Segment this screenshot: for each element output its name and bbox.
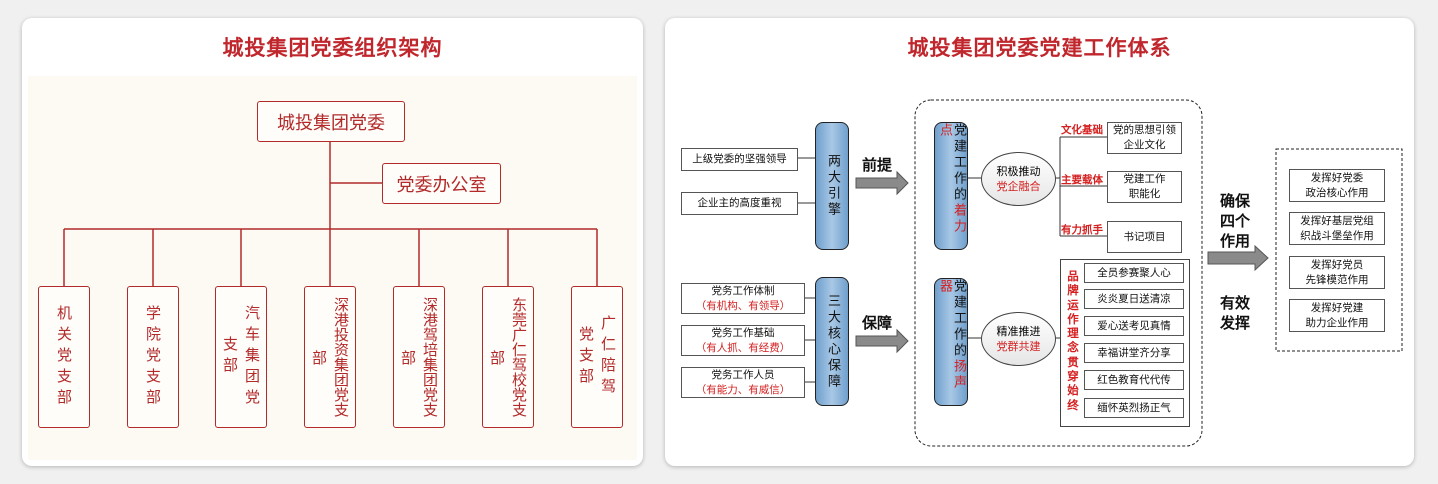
result-line1: 发挥好党建	[1310, 301, 1364, 314]
brand-item: 爱心送考见真情	[1084, 316, 1184, 336]
result-box: 发挥好基层党组 织战斗堡垒作用	[1289, 212, 1385, 245]
loudspeaker-pill: 党建工作的扬声器	[934, 278, 968, 406]
focus-label: 党建工作的着力点	[937, 123, 966, 249]
input-text: 企业主的高度重视	[697, 197, 782, 209]
ensure-text: 确保 四个 作用 有效 发挥	[1210, 191, 1260, 333]
two-engines-label: 两大引擎	[825, 154, 840, 218]
branch-box: 深港投资集团党支部	[304, 286, 356, 428]
office-label: 党委办公室	[396, 174, 487, 196]
input-line1: 党务工作人员	[711, 368, 775, 381]
three-guarantees-pill: 三大核心保障	[815, 277, 849, 406]
result-line1: 发挥好党员	[1310, 258, 1364, 271]
brand-item-text: 全员参赛聚人心	[1097, 266, 1171, 279]
ensure-line: 发挥	[1219, 314, 1250, 332]
input-line2: （有机构、有领导）	[695, 299, 791, 312]
circle-line2: 党企融合	[996, 180, 1041, 193]
branch-label: 深港驾培集团党支部	[399, 297, 439, 417]
result-line1: 发挥好基层党组	[1300, 214, 1374, 227]
brand-item: 炎炎夏日送清凉	[1084, 289, 1184, 309]
brand-item: 缅怀英烈扬正气	[1084, 398, 1184, 418]
brand-vertical-label: 品牌运作理念贯穿始终	[1067, 269, 1079, 412]
loudspeaker-label-b: 扬声器	[937, 279, 966, 391]
branch-label: 机关党支部	[55, 304, 73, 410]
circle-line1: 精准推进	[996, 325, 1041, 338]
item-label-carrier: 主要载体	[1061, 174, 1103, 186]
focus-label-a: 党建工作的	[951, 123, 966, 203]
org-chart-panel: 城投集团党委组织架构 城投集团党委 党委办公室 机关党支部 学院党支部 汽车集团…	[22, 18, 643, 466]
three-guarantees-label: 三大核心保障	[825, 293, 840, 390]
top-committee-label: 城投集团党委	[277, 112, 385, 134]
item-line1: 党建工作	[1123, 173, 1166, 185]
input-line2: （有人抓、有经费）	[695, 341, 791, 354]
branch-box: 学院党支部	[127, 286, 179, 428]
branch-box: 广仁陪驾党支部	[571, 286, 623, 428]
focus-pill: 党建工作的着力点	[934, 122, 968, 250]
branch-label: 汽车集团党支部	[221, 304, 261, 410]
premise-label: 前提	[862, 156, 893, 174]
ensure-line: 四个	[1219, 212, 1250, 230]
item-line2: 企业文化	[1123, 139, 1166, 151]
ensure-line: 作用	[1219, 232, 1250, 250]
brand-item: 全员参赛聚人心	[1084, 263, 1184, 283]
office-box: 党委办公室	[382, 163, 501, 204]
result-box: 发挥好党委 政治核心作用	[1289, 169, 1385, 202]
branch-box: 汽车集团党支部	[215, 286, 267, 428]
work-system-title: 城投集团党委党建工作体系	[907, 36, 1172, 60]
brand-item: 红色教育代代传	[1084, 370, 1184, 390]
result-box: 发挥好党建 助力企业作用	[1289, 299, 1385, 332]
branch-label: 深港投资集团党支部	[310, 297, 350, 417]
result-line2: 政治核心作用	[1305, 186, 1369, 199]
result-line2: 织战斗堡垒作用	[1300, 229, 1374, 242]
brand-item-text: 爱心送考见真情	[1097, 319, 1171, 332]
guarantee-label: 保障	[862, 314, 893, 332]
top-committee-box: 城投集团党委	[257, 101, 405, 142]
input-line1: 党务工作基础	[711, 326, 775, 339]
brand-item-text: 红色教育代代传	[1097, 373, 1171, 386]
item-line1: 书记项目	[1123, 230, 1166, 243]
input-line1: 党务工作体制	[711, 284, 775, 297]
result-box: 发挥好党员 先锋模范作用	[1289, 256, 1385, 289]
input-box-foundation: 党务工作基础 （有人抓、有经费）	[681, 325, 805, 356]
branch-label: 广仁陪驾党支部	[577, 315, 617, 399]
loudspeaker-label-a: 党建工作的	[951, 279, 966, 359]
org-connectors	[63, 142, 598, 286]
ensure-line: 确保	[1219, 192, 1250, 210]
input-box-leadership: 上级党委的坚强领导	[681, 148, 798, 171]
branch-box: 深港驾培集团党支部	[393, 286, 445, 428]
result-line1: 发挥好党委	[1310, 171, 1364, 184]
item-line2: 职能化	[1128, 188, 1161, 200]
item-box-carrier: 党建工作 职能化	[1107, 171, 1182, 203]
branch-box: 东莞广仁驾校党支部	[482, 286, 534, 428]
ensure-line: 有效	[1219, 294, 1250, 312]
circle-line2: 党群共建	[996, 340, 1041, 353]
result-line2: 助力企业作用	[1305, 316, 1369, 329]
work-system-panel: 城投集团党委党建工作体系	[665, 18, 1414, 466]
input-box-attention: 企业主的高度重视	[681, 192, 798, 215]
input-box-system: 党务工作体制 （有机构、有领导）	[681, 283, 805, 314]
result-line2: 先锋模范作用	[1305, 273, 1369, 286]
input-text: 上级党委的坚强领导	[692, 153, 787, 165]
circle-line1: 积极推动	[996, 165, 1041, 178]
item-label-culture: 文化基础	[1061, 124, 1103, 136]
item-line1: 党的思想引领	[1113, 124, 1176, 136]
brand-item-text: 炎炎夏日送清凉	[1097, 292, 1171, 305]
brand-item-text: 缅怀英烈扬正气	[1097, 401, 1171, 414]
org-chart-title: 城投集团党委组织架构	[222, 36, 443, 60]
input-box-staff: 党务工作人员 （有能力、有威信）	[681, 367, 805, 398]
branch-box: 机关党支部	[38, 286, 90, 428]
item-label-lever: 有力抓手	[1061, 224, 1103, 236]
item-box-lever: 书记项目	[1107, 221, 1182, 253]
branch-label: 东莞广仁驾校党支部	[488, 297, 528, 417]
mass-building-circle: 精准推进 党群共建	[981, 312, 1056, 366]
integration-circle: 积极推动 党企融合	[981, 152, 1056, 206]
branch-label: 学院党支部	[144, 304, 162, 410]
loudspeaker-label: 党建工作的扬声器	[937, 279, 966, 405]
brand-item: 幸福讲堂齐分享	[1084, 343, 1184, 363]
focus-label-b: 着力点	[937, 123, 966, 235]
system-connectors	[798, 99, 1403, 447]
two-engines-pill: 两大引擎	[815, 122, 849, 250]
input-line2: （有能力、有威信）	[695, 383, 791, 396]
brand-item-text: 幸福讲堂齐分享	[1097, 346, 1171, 359]
item-box-culture: 党的思想引领 企业文化	[1107, 122, 1182, 154]
